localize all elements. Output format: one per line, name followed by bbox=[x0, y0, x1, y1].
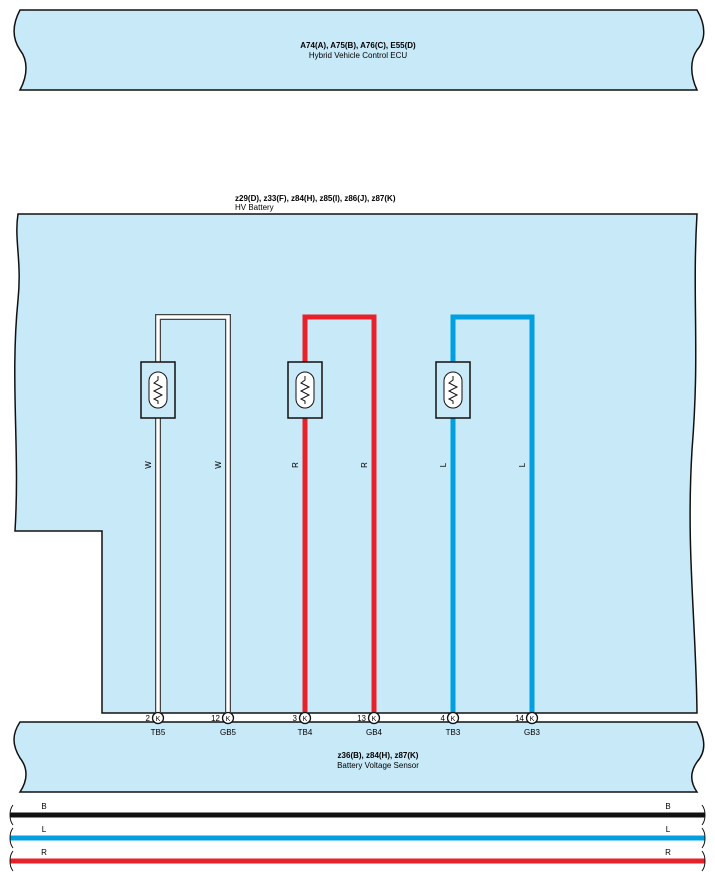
wire-code: L bbox=[439, 462, 448, 467]
svg-text:K: K bbox=[303, 716, 308, 723]
hv-battery-box bbox=[14, 213, 698, 714]
thermistor-icon bbox=[140, 361, 176, 419]
thermistor-icon bbox=[435, 361, 471, 419]
wire-code: R bbox=[291, 462, 300, 468]
svg-text:K: K bbox=[156, 716, 161, 723]
connector-pin-icon: K 13 GB4 bbox=[357, 711, 383, 737]
bus-code: B bbox=[665, 802, 670, 811]
pin-number: 4 bbox=[441, 714, 446, 723]
bus-code: L bbox=[666, 825, 671, 834]
pin-number: 14 bbox=[515, 714, 524, 723]
wire-code: W bbox=[214, 461, 223, 469]
connector-pin-icon: K 14 GB3 bbox=[515, 711, 541, 737]
battery-connectors: z29(D), z33(F), z84(H), z85(I), z86(J), … bbox=[235, 194, 396, 203]
svg-text:K: K bbox=[372, 716, 377, 723]
terminal-label: TB4 bbox=[298, 728, 313, 737]
terminal-label: TB3 bbox=[446, 728, 461, 737]
pin-number: 3 bbox=[293, 714, 298, 723]
wire-blue bbox=[450, 314, 535, 712]
wire-white bbox=[156, 315, 230, 712]
ecu-connectors: A74(A), A75(B), A76(C), E55(D) bbox=[300, 41, 416, 50]
svg-text:K: K bbox=[226, 716, 231, 723]
sensor-connectors: z36(B), z84(H), z87(K) bbox=[338, 751, 419, 760]
connector-pin-icon: K 12 GB5 bbox=[211, 711, 237, 737]
terminal-label: GB3 bbox=[524, 728, 541, 737]
terminal-label: GB4 bbox=[366, 728, 383, 737]
svg-text:K: K bbox=[530, 716, 535, 723]
battery-name: HV Battery bbox=[235, 203, 274, 212]
wire-red bbox=[302, 314, 377, 712]
wire-code: W bbox=[144, 461, 153, 469]
bus-code: R bbox=[41, 848, 47, 857]
thermistor-icon bbox=[287, 361, 323, 419]
connector-pin-icon: K 3 TB4 bbox=[293, 711, 313, 737]
terminal-label: GB5 bbox=[220, 728, 237, 737]
pin-number: 13 bbox=[357, 714, 366, 723]
sensor-box bbox=[13, 721, 705, 793]
wire-code: L bbox=[518, 462, 527, 467]
connector-pin-icon: K 4 TB3 bbox=[441, 711, 461, 737]
wire-code: R bbox=[360, 462, 369, 468]
pin-number: 2 bbox=[146, 714, 151, 723]
svg-text:K: K bbox=[451, 716, 456, 723]
sensor-name: Battery Voltage Sensor bbox=[337, 761, 419, 770]
ecu-box bbox=[13, 9, 705, 91]
pin-number: 12 bbox=[211, 714, 220, 723]
bus-code: R bbox=[665, 848, 671, 857]
bus-code: L bbox=[42, 825, 47, 834]
connector-pin-icon: K 2 TB5 bbox=[146, 711, 166, 737]
ecu-name: Hybrid Vehicle Control ECU bbox=[309, 51, 407, 60]
bus-line-blue: L L bbox=[9, 825, 706, 849]
terminal-label: TB5 bbox=[151, 728, 166, 737]
bus-code: B bbox=[41, 802, 46, 811]
bus-line-black: B B bbox=[9, 802, 706, 826]
bus-line-red: R R bbox=[9, 848, 706, 872]
